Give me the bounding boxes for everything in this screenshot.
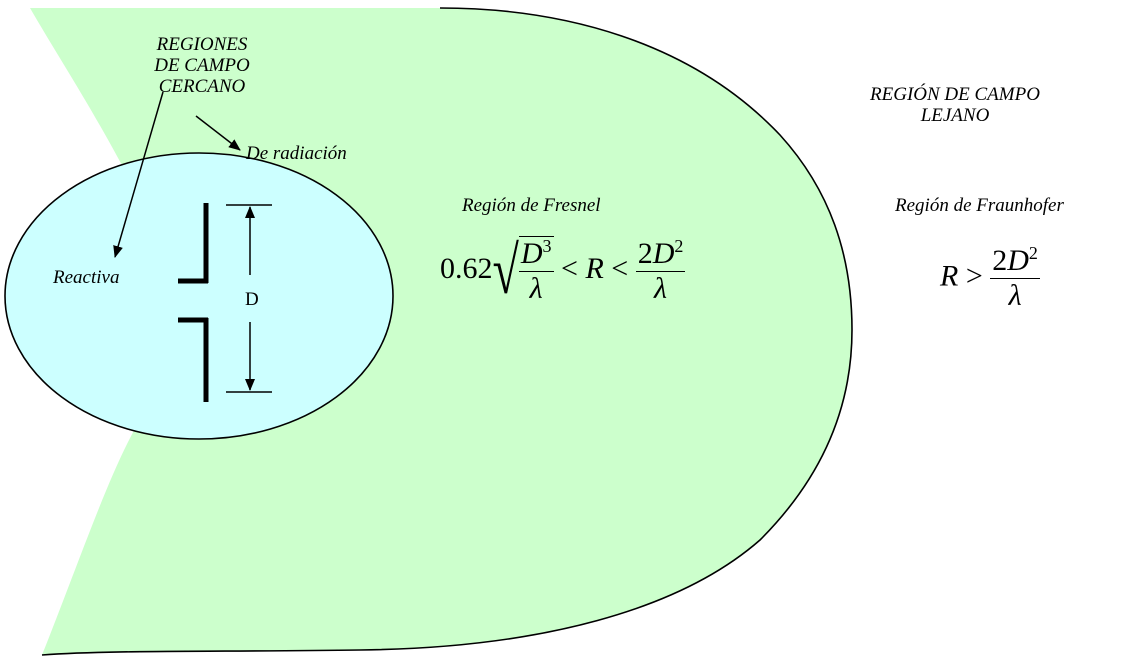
near-field-region: [4, 152, 394, 440]
far-field-title-line-2: LEJANO: [920, 105, 990, 126]
fresnel-fraction: 2D2 λ: [635, 235, 686, 306]
fraunhofer-var: R: [940, 259, 959, 293]
radiating-label: De radiación: [246, 143, 347, 164]
fresnel-frac-base: D: [652, 236, 675, 270]
far-field-title: REGIÓN DE CAMPO LEJANO: [835, 84, 1075, 126]
far-field-title-line-1: REGIÓN DE CAMPO: [870, 84, 1040, 105]
fresnel-label: Región de Fresnel: [462, 195, 601, 216]
sqrt-fraction: D3 λ: [518, 236, 554, 306]
sqrt-num-base: D: [520, 237, 543, 270]
less-than-2: <: [611, 251, 629, 285]
fresnel-frac-exp: 2: [674, 235, 684, 256]
far-field-boundary: [41, 7, 853, 656]
fresnel-frac-den: λ: [654, 271, 668, 305]
dimension-marker: [226, 204, 272, 393]
reactive-label: Reactiva: [53, 267, 120, 288]
arrow-to-reactive: [113, 91, 164, 258]
greater-than: >: [965, 259, 983, 293]
less-than-1: <: [561, 251, 578, 285]
fraunhofer-label: Región de Fraunhofer: [895, 195, 1064, 216]
fraunhofer-formula: R > 2D2 λ: [940, 244, 1040, 313]
fraunhofer-fraction: 2D2 λ: [990, 244, 1040, 313]
near-field-title-line-2: DE CAMPO: [154, 55, 250, 76]
sqrt-den: λ: [529, 272, 543, 305]
fraunhofer-frac-exp: 2: [1028, 243, 1038, 263]
sqrt-num-exp: 3: [542, 236, 552, 256]
sqrt-sign: √: [492, 233, 519, 309]
near-field-title-line-3: CERCANO: [158, 76, 246, 97]
fresnel-frac-coef: 2: [637, 236, 653, 270]
near-field-title: REGIONES DE CAMPO CERCANO: [132, 34, 272, 97]
fresnel-formula: 0.62√ D3 λ < R < 2D2 λ: [440, 234, 686, 308]
near-field-title-line-1: REGIONES: [156, 34, 248, 55]
fraunhofer-frac-base: D: [1007, 244, 1029, 277]
arrow-to-radiating: [195, 115, 241, 151]
dipole-antenna: [178, 203, 209, 402]
fresnel-var: R: [585, 251, 604, 285]
dimension-label: D: [245, 289, 259, 310]
fraunhofer-frac-coef: 2: [992, 244, 1008, 277]
fraunhofer-frac-den: λ: [1008, 279, 1022, 312]
fresnel-coefficient: 0.62: [440, 251, 493, 285]
